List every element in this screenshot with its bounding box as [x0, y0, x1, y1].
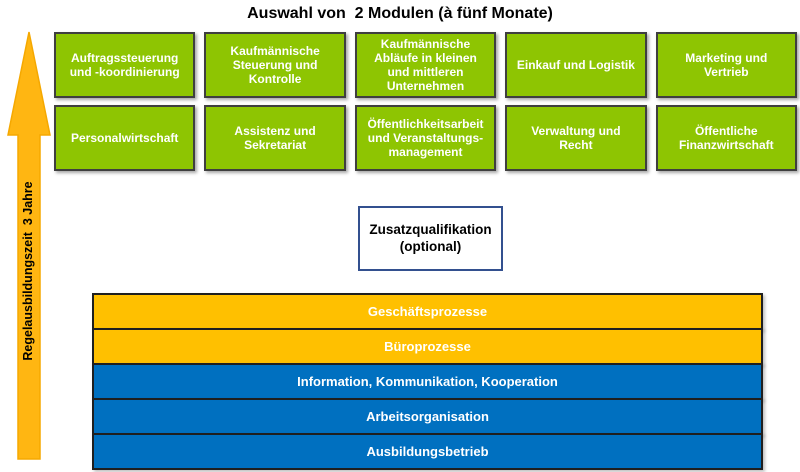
- module-box-einkauf-logistik: Einkauf und Logistik: [505, 32, 647, 98]
- page-title: Auswahl von 2 Modulen (à fünf Monate): [247, 5, 553, 22]
- module-box-oeffentlichkeitsarbeit: Öffentlichkeitsarbeit und Veranstaltungs…: [354, 105, 497, 171]
- module-box-marketing-vertrieb: Marketing und Vertrieb: [655, 32, 797, 98]
- bar-geschaeftsprozesse: Geschäftsprozesse: [92, 293, 763, 330]
- module-box-personalwirtschaft: Personalwirtschaft: [54, 105, 196, 171]
- module-box-kaufm-ablaeufe: Kaufmännische Abläufe in kleinen und mit…: [354, 32, 497, 98]
- module-box-auftragssteuerung: Auftragssteuerung und -koordinierung: [54, 32, 196, 98]
- bar-information-kommunikation: Information, Kommunikation, Kooperation: [92, 363, 763, 400]
- module-box-assistenz-sekretariat: Assistenz und Sekretariat: [204, 105, 346, 171]
- bar-arbeitsorganisation: Arbeitsorganisation: [92, 398, 763, 435]
- timeline-arrow: [7, 31, 51, 460]
- base-bars: Geschäftsprozesse Büroprozesse Informati…: [92, 293, 763, 470]
- bar-bueroprozesse: Büroprozesse: [92, 328, 763, 365]
- timeline-arrow-label: Regelausbildungszeit 3 Jahre: [21, 181, 35, 361]
- module-box-oeff-finanzwirtschaft: Öffentliche Finanzwirtschaft: [655, 105, 797, 171]
- module-box-kaufm-steuerung: Kaufmännische Steuerung und Kontrolle: [204, 32, 346, 98]
- zusatzqualifikation-box: Zusatzqualifikation (optional): [358, 206, 503, 271]
- timeline-arrow-shape: [7, 31, 51, 460]
- bar-ausbildungsbetrieb: Ausbildungsbetrieb: [92, 433, 763, 470]
- module-box-verwaltung-recht: Verwaltung und Recht: [505, 105, 647, 171]
- module-grid: Auftragssteuerung und -koordinierung Kau…: [54, 32, 797, 171]
